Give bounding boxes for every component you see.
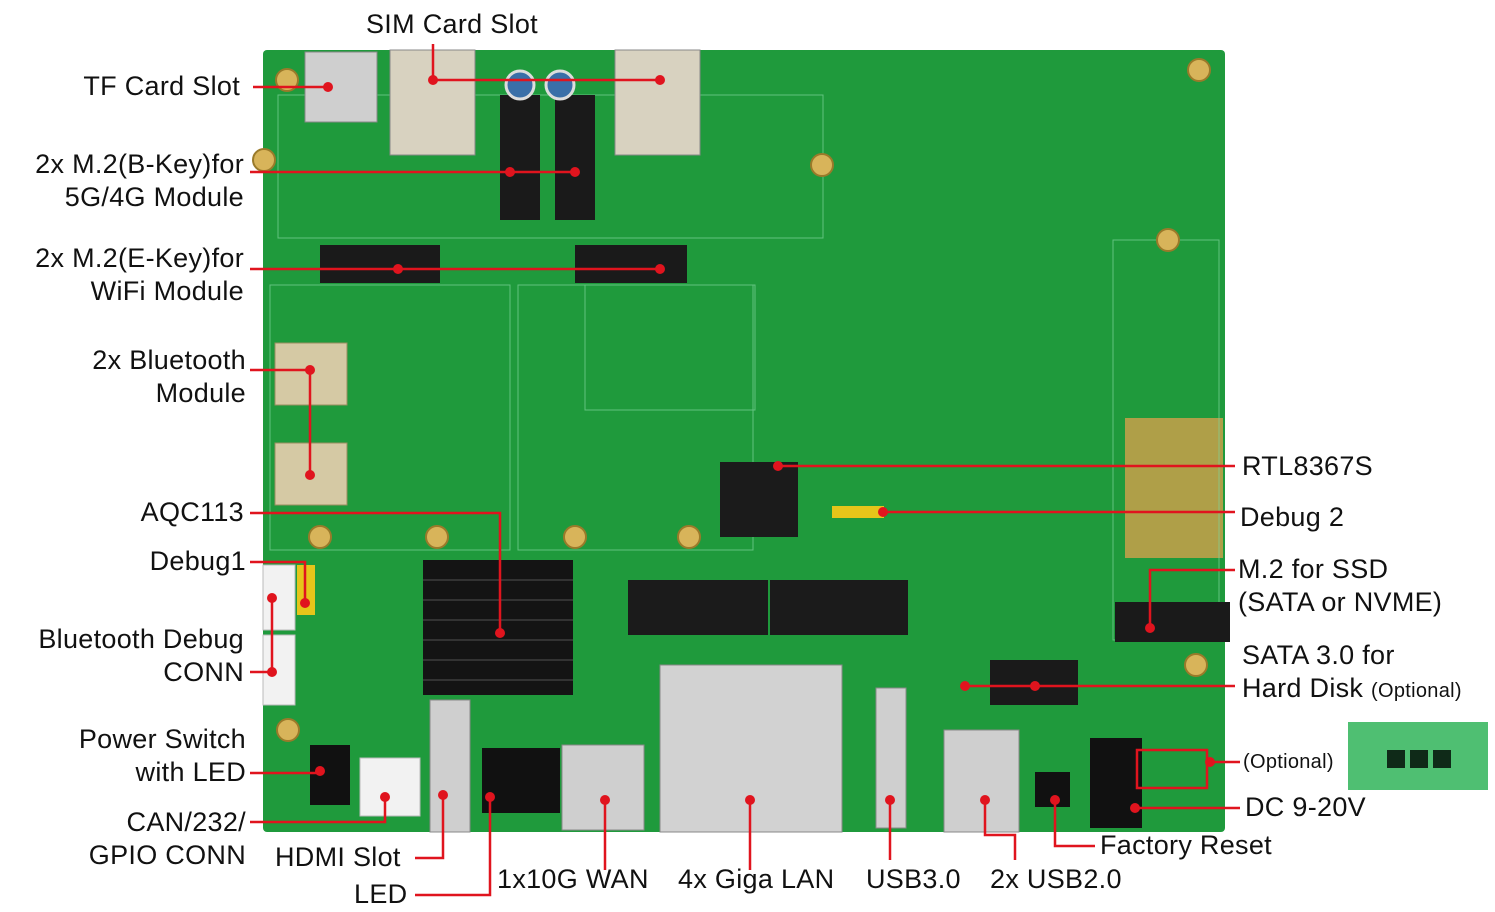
- label-lan: 4x Giga LAN: [678, 864, 835, 894]
- callout-lines: [250, 44, 1240, 897]
- capacitor-1: [504, 69, 536, 101]
- callout-usb2: [983, 800, 1017, 860]
- debug2-header: [832, 506, 884, 518]
- m2-ekey-slot-2: [575, 245, 687, 283]
- label-bt-debug-line1: Bluetooth Debug: [38, 624, 244, 654]
- lan-transformer-2: [770, 580, 908, 635]
- label-optional-terminal: (Optional): [1243, 751, 1334, 773]
- label-sata-optional: (Optional): [1371, 680, 1462, 702]
- label-sata: SATA 3.0 for Hard Disk (Optional): [1242, 639, 1462, 708]
- optional-terminal-outline: [1135, 748, 1209, 790]
- label-m2-ssd-line2: (SATA or NVME): [1238, 587, 1443, 617]
- label-bluetooth: 2x Bluetooth Module: [92, 344, 246, 410]
- label-m2-ssd: M.2 for SSD (SATA or NVME): [1238, 553, 1442, 619]
- label-m2-ekey-line2: WiFi Module: [90, 276, 244, 306]
- rtl8367s-chip: [720, 462, 798, 537]
- label-aqc113: AQC113: [140, 497, 244, 527]
- can-gpio-connector: [359, 757, 421, 817]
- dc-jack: [1090, 738, 1142, 828]
- label-bluetooth-line1: 2x Bluetooth: [92, 345, 246, 375]
- label-sim-card-slot: SIM Card Slot: [366, 9, 538, 39]
- m2-ssd-slot: [1115, 602, 1230, 642]
- power-switch: [310, 745, 350, 805]
- m2-bkey-slot-1: [500, 95, 540, 220]
- callout-debug1: [250, 560, 307, 603]
- label-can-line2: GPIO CONN: [88, 840, 246, 870]
- m2-ekey-slot-1: [320, 245, 440, 283]
- terminal-slots: [1387, 750, 1451, 768]
- label-hdmi-slot: HDMI Slot: [275, 842, 401, 872]
- wan-port: [561, 744, 645, 831]
- sim-slot-2: [614, 49, 701, 156]
- label-sata-line1: SATA 3.0 for: [1242, 640, 1395, 670]
- label-sata-line2: Hard Disk: [1242, 673, 1364, 703]
- label-m2-ekey-line1: 2x M.2(E-Key)for: [35, 243, 244, 273]
- heatsink: [423, 560, 573, 695]
- label-m2-ekey: 2x M.2(E-Key)for WiFi Module: [35, 242, 244, 308]
- label-power-switch-line2: with LED: [135, 757, 246, 787]
- callout-aqc113: [250, 511, 502, 633]
- capacitor-2: [544, 69, 576, 101]
- label-debug1: Debug1: [149, 546, 246, 576]
- callout-factory-reset: [1053, 800, 1095, 848]
- label-power-switch: Power Switch with LED: [79, 723, 246, 789]
- m2-bkey-slot-2: [555, 95, 595, 220]
- callout-can: [250, 797, 387, 824]
- led-block: [482, 748, 560, 813]
- label-power-switch-line1: Power Switch: [78, 724, 246, 754]
- hdmi-port: [429, 699, 471, 833]
- label-debug2: Debug 2: [1240, 502, 1345, 532]
- label-dc: DC 9-20V: [1245, 792, 1366, 822]
- label-can-gpio: CAN/232/ GPIO CONN: [89, 806, 246, 872]
- label-tf-card-slot: TF Card Slot: [83, 71, 240, 101]
- lan-transformer-1: [628, 580, 768, 635]
- label-bt-debug-line2: CONN: [163, 657, 244, 687]
- label-m2-bkey-line1: 2x M.2(B-Key)for: [35, 149, 244, 179]
- label-m2-ssd-line1: M.2 for SSD: [1238, 554, 1389, 584]
- label-factory-reset: Factory Reset: [1100, 830, 1272, 860]
- callout-led: [415, 797, 492, 897]
- label-can-line1: CAN/232/: [126, 807, 246, 837]
- callout-m2-ssd: [1148, 568, 1235, 628]
- label-bluetooth-line2: Module: [155, 378, 246, 408]
- label-bt-debug: Bluetooth Debug CONN: [38, 623, 244, 689]
- heatsink-fins: [423, 579, 573, 681]
- mounting-holes: [252, 58, 1211, 742]
- label-m2-bkey-line2: 5G/4G Module: [64, 182, 244, 212]
- usb2-port: [943, 729, 1020, 833]
- label-led: LED: [354, 879, 408, 909]
- label-usb2: 2x USB2.0: [990, 864, 1122, 894]
- label-rtl8367s: RTL8367S: [1242, 451, 1373, 481]
- label-wan: 1x10G WAN: [497, 864, 649, 894]
- label-m2-bkey: 2x M.2(B-Key)for 5G/4G Module: [35, 148, 244, 214]
- gold-pad-area: [1125, 418, 1223, 558]
- label-usb3: USB3.0: [866, 864, 961, 894]
- callout-hdmi: [415, 795, 445, 860]
- callout-dots: [267, 75, 1215, 813]
